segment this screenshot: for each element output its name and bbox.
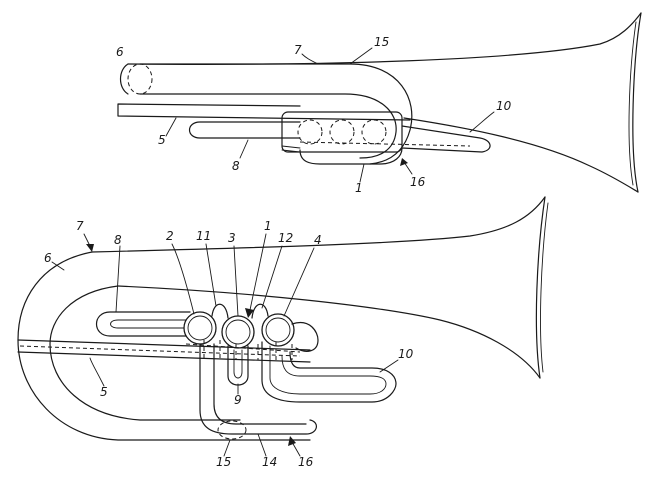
top-slide-dash <box>299 141 471 147</box>
arrowhead-side-7 <box>86 244 94 252</box>
side-bell-rim-inner <box>540 202 549 373</box>
arrowhead-side-1 <box>245 308 254 318</box>
valve-2 <box>183 311 217 345</box>
top-bow-end <box>127 63 153 95</box>
top-leadpipe <box>117 103 411 121</box>
leader-top-10 <box>469 111 495 133</box>
side-bracket-16 <box>217 420 247 440</box>
leader-side-12 <box>261 245 283 309</box>
tuning-slide-10-inner <box>269 345 387 395</box>
top-valve-b <box>329 119 355 145</box>
leader-side-5 <box>89 357 105 387</box>
leader-top-1 <box>359 163 365 183</box>
label-side-2: 2 <box>166 229 174 243</box>
label-side-14: 14 <box>262 455 277 469</box>
top-bell-lower <box>403 117 639 193</box>
top-bell-rim-inner <box>628 21 637 186</box>
valve-3-rim <box>225 319 251 345</box>
label-side-7: 7 <box>76 219 84 233</box>
side-bell-upper <box>91 196 546 253</box>
top-connector <box>281 145 301 153</box>
slide-14 <box>199 343 317 435</box>
label-side-12: 12 <box>278 231 293 245</box>
leader-side-6 <box>51 261 65 271</box>
label-side-11: 11 <box>196 229 211 243</box>
label-top-7: 7 <box>294 43 302 57</box>
arrowhead-side-16 <box>288 436 296 446</box>
label-top-6: 6 <box>116 45 124 59</box>
top-bow-outer <box>119 63 129 95</box>
crook-12 <box>251 303 269 319</box>
label-side-16: 16 <box>298 455 314 469</box>
top-bell-rim <box>632 12 642 193</box>
label-side-10: 10 <box>398 347 414 361</box>
side-view-labels: 7 6 8 2 11 3 1 12 4 10 5 9 15 14 16 <box>44 219 414 469</box>
arrow-side-1 <box>249 233 267 311</box>
side-slide-8-inner <box>110 319 187 329</box>
label-side-15: 15 <box>216 455 231 469</box>
label-top-15: 15 <box>374 35 389 49</box>
label-top-10: 10 <box>496 99 512 113</box>
label-side-4: 4 <box>314 233 322 247</box>
label-side-5: 5 <box>100 385 108 399</box>
top-tuning-slide <box>401 125 491 153</box>
top-lower-loop <box>299 147 403 165</box>
leader-side-14 <box>257 433 267 457</box>
top-slide-8 <box>188 121 301 139</box>
label-side-1: 1 <box>264 219 272 233</box>
leader-top-7 <box>301 53 319 65</box>
top-bow-upper <box>139 63 413 165</box>
arrowhead-top-16 <box>400 158 408 166</box>
side-slide-8 <box>95 311 191 337</box>
leader-side-4 <box>283 247 315 317</box>
top-valve-c <box>361 119 387 145</box>
side-dash-ports <box>185 340 301 360</box>
top-bow-lower <box>139 93 397 159</box>
label-top-16: 16 <box>410 175 426 189</box>
leader-side-3 <box>233 245 239 317</box>
leader-side-2 <box>171 243 195 315</box>
top-valve-block <box>281 111 403 153</box>
slide-9-inner <box>233 349 243 379</box>
leader-side-11 <box>205 243 217 307</box>
top-view <box>117 12 642 193</box>
label-side-9: 9 <box>234 393 242 407</box>
label-side-6: 6 <box>44 251 52 265</box>
top-view-labels: 6 7 15 10 5 8 1 16 <box>116 35 512 195</box>
top-valve-a <box>297 119 323 145</box>
leader-side-8 <box>115 245 121 313</box>
side-leadpipe-bottom <box>17 351 311 363</box>
side-bow-inner <box>49 285 241 421</box>
valve-3 <box>221 315 255 349</box>
side-view <box>17 196 549 441</box>
leader-top-8 <box>239 139 249 159</box>
slide-9 <box>227 345 249 386</box>
side-bell-lower <box>117 285 541 379</box>
leader-side-15 <box>223 439 231 457</box>
crook-11 <box>211 303 229 319</box>
leader-top-5 <box>165 117 177 137</box>
valve-4-rim <box>265 317 291 343</box>
arrow-top-16 <box>403 161 413 175</box>
side-leadpipe-top <box>17 339 311 351</box>
leader-side-10 <box>379 359 399 373</box>
side-leadpipe-dash <box>19 345 301 357</box>
label-side-3: 3 <box>228 231 236 245</box>
side-bow-outer <box>17 251 311 441</box>
label-top-5: 5 <box>158 133 166 147</box>
leader-top-15 <box>349 47 373 65</box>
valve-4-loop <box>291 322 319 352</box>
side-bell-rim <box>535 196 546 379</box>
label-side-8: 8 <box>114 233 122 247</box>
tuning-slide-10 <box>261 341 397 403</box>
valve-2-rim <box>187 315 213 341</box>
label-top-8: 8 <box>232 159 240 173</box>
valve-4 <box>261 313 295 347</box>
label-top-1: 1 <box>355 181 363 195</box>
arrow-side-16 <box>291 441 301 457</box>
